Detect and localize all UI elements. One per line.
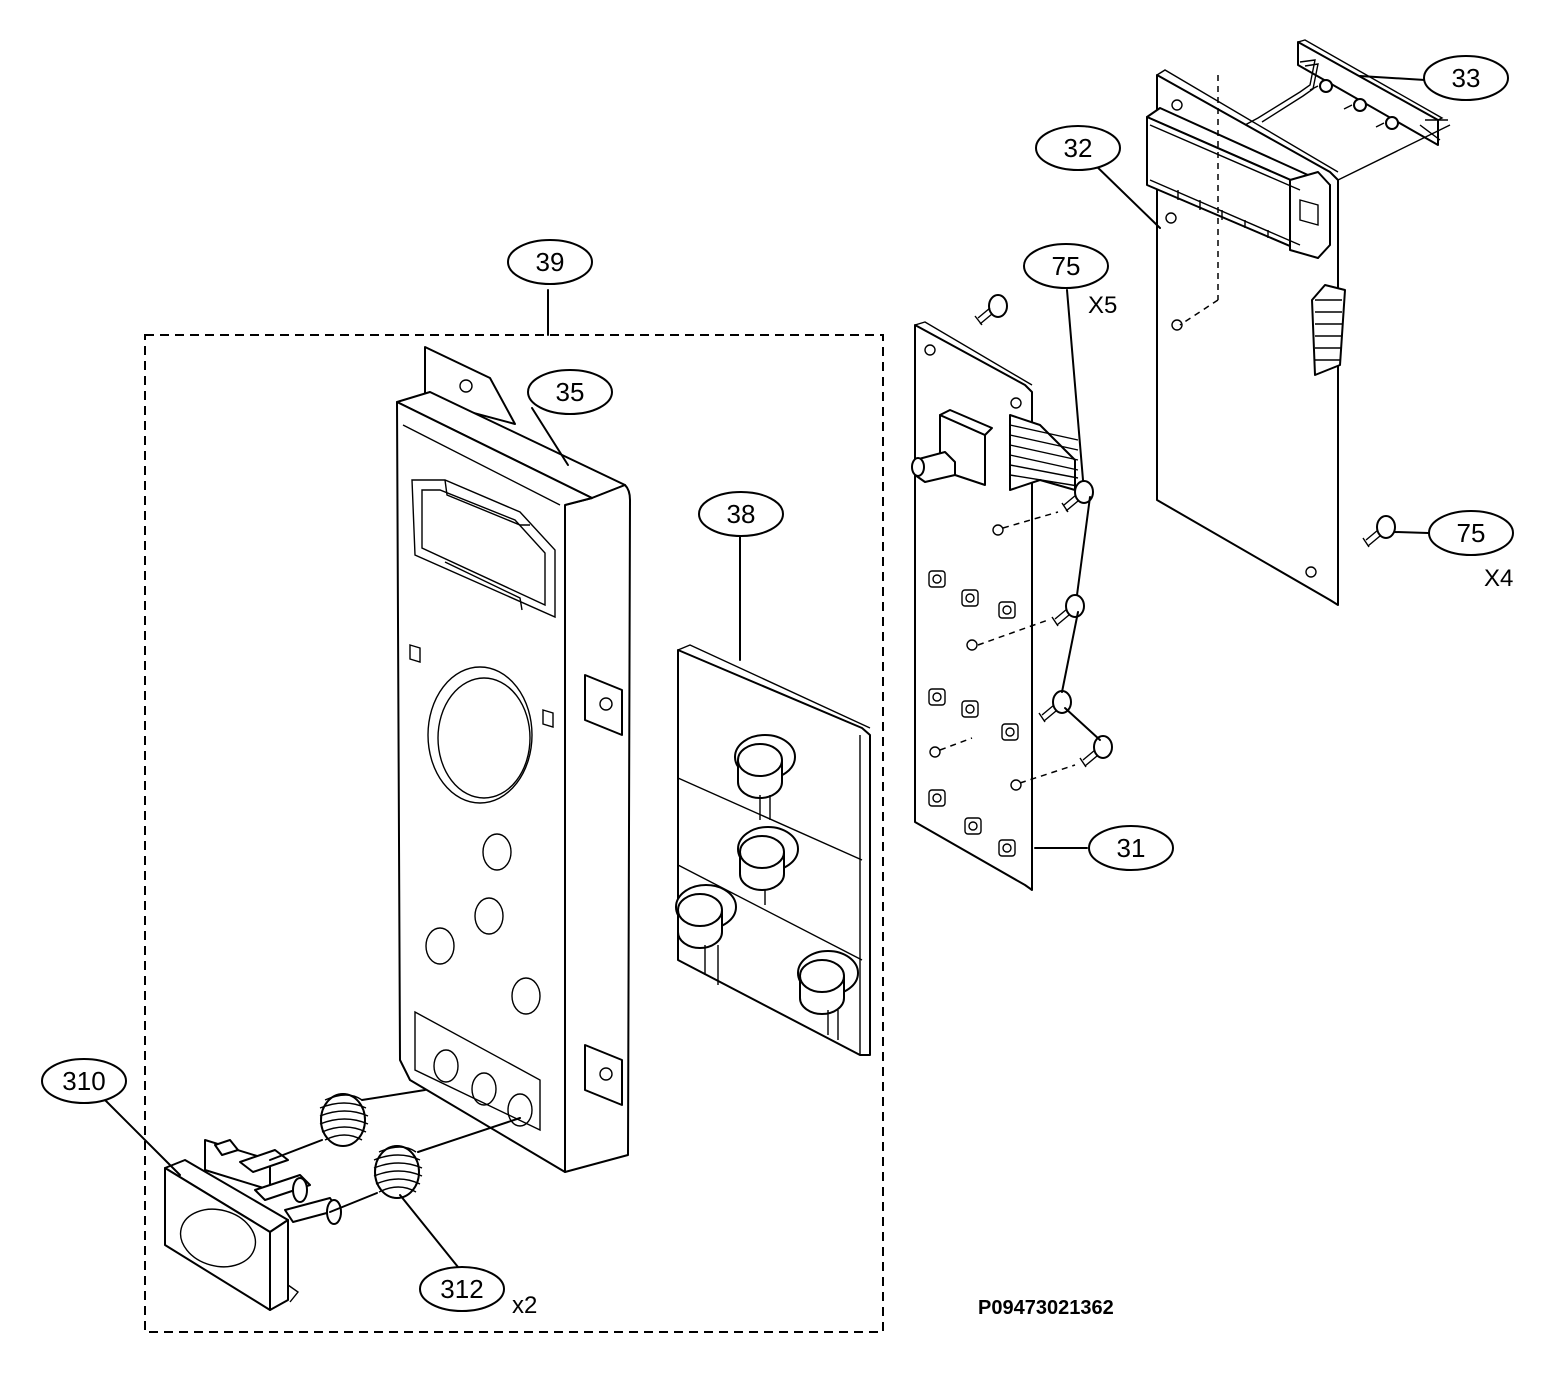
screw-icon [1079,735,1113,768]
callout-75-x5[interactable]: 75 [1023,243,1109,289]
bracket-part-33[interactable] [1244,39,1451,181]
screw-icon [1362,515,1396,548]
callout-310[interactable]: 310 [41,1058,127,1104]
screw-icon [1343,98,1367,112]
push-button-icon [737,826,799,891]
callout-39[interactable]: 39 [507,239,593,285]
screw-icon [1051,594,1085,627]
callout-32[interactable]: 32 [1035,125,1121,171]
display-module-icon [1146,107,1331,259]
svg-text:31: 31 [1117,833,1146,863]
svg-text:32: 32 [1064,133,1093,163]
svg-text:75: 75 [1052,251,1081,281]
spring-icon [373,1145,423,1199]
assembly-39-boundary [144,334,884,1333]
drawing-code: P09473021362 [978,1297,1114,1319]
push-button-icon [239,1149,342,1225]
svg-text:310: 310 [62,1066,105,1096]
qty-75-x5: X5 [1088,292,1117,319]
screw-icon [974,294,1008,326]
screw-icon [1038,690,1072,723]
button-cap-part-310[interactable] [164,1139,342,1311]
svg-text:312: 312 [440,1274,483,1304]
callout-35[interactable]: 35 [527,369,613,415]
svg-text:38: 38 [727,499,756,529]
push-button-icon [675,884,737,949]
callout-33[interactable]: 33 [1423,55,1509,101]
svg-text:35: 35 [556,377,585,407]
button-panel-part-38[interactable] [675,644,871,1056]
svg-text:75: 75 [1457,518,1486,548]
encoder-knob-icon [911,409,993,486]
push-button-icon [797,950,859,1015]
screw-icon [1061,480,1094,513]
spring-icon [319,1093,369,1147]
screw-icon [1309,79,1333,93]
svg-text:33: 33 [1452,63,1481,93]
qty-312-x2: x2 [512,1292,537,1319]
pcb-part-31[interactable] [911,321,1079,891]
frame-part-35[interactable] [396,346,631,1173]
push-button-icon [734,734,796,799]
callout-31[interactable]: 31 [1088,825,1174,871]
callout-312[interactable]: 312 [419,1266,505,1312]
svg-text:39: 39 [536,247,565,277]
callout-38[interactable]: 38 [698,491,784,537]
callout-75-x4[interactable]: 75 [1428,510,1514,556]
qty-75-x4: X4 [1484,565,1513,592]
display-pcb-part-32[interactable] [1146,69,1346,606]
connector-icon [1009,414,1079,491]
screw-icon [1375,116,1399,130]
